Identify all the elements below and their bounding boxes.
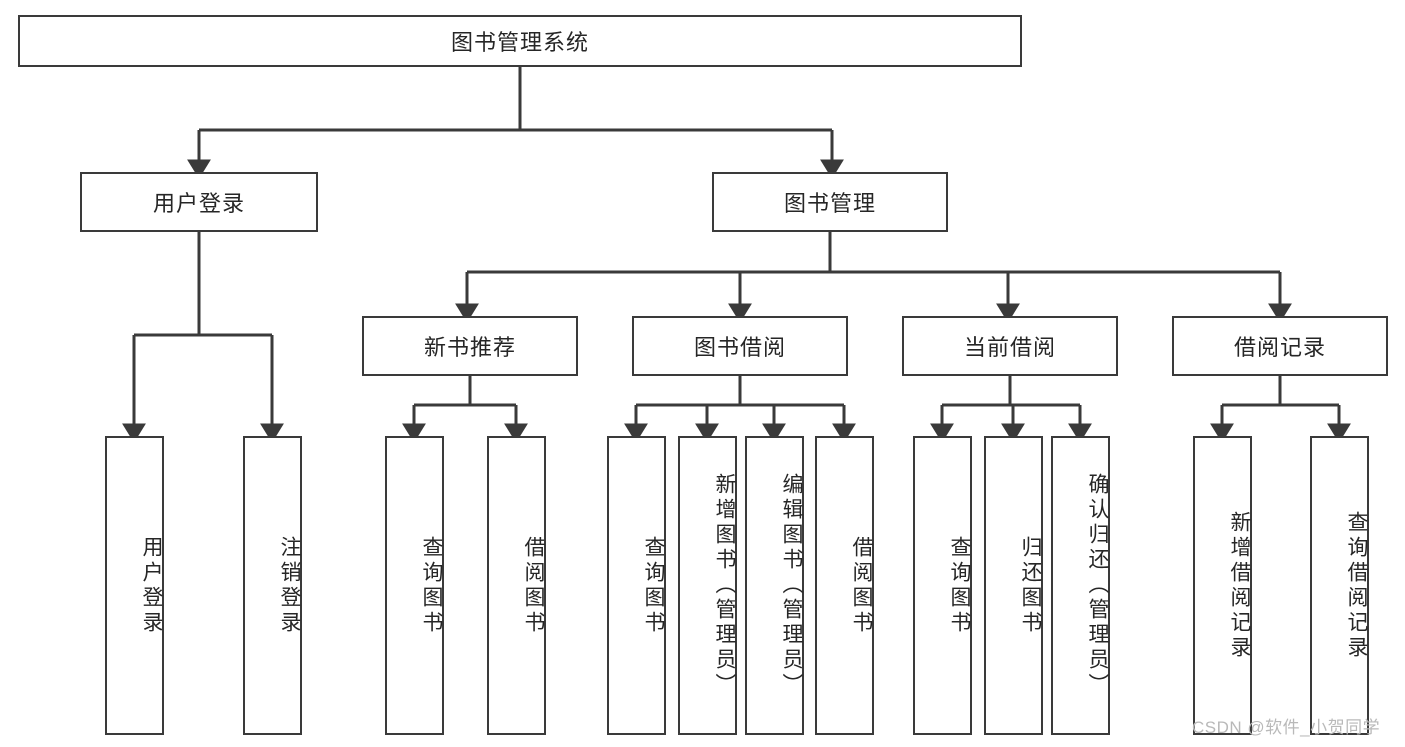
node-current-borrow-label: 当前借阅 xyxy=(963,335,1056,360)
node-leaf-user-login[interactable]: 用户登录 xyxy=(105,436,164,735)
node-leaf-confirm-return-admin[interactable]: 确认归还（管理员） xyxy=(1051,436,1110,735)
node-leaf-query-borrow-record-label: 查询借阅记录 xyxy=(1345,510,1368,661)
node-borrow-record-label: 借阅记录 xyxy=(1233,335,1326,360)
node-leaf-add-book-admin[interactable]: 新增图书（管理员） xyxy=(678,436,737,735)
node-leaf-query-borrow-record[interactable]: 查询借阅记录 xyxy=(1310,436,1369,735)
node-leaf-user-login-label: 用户登录 xyxy=(140,535,163,636)
node-leaf-edit-book-admin-label: 编辑图书（管理员） xyxy=(780,473,803,698)
node-leaf-query-book-cur[interactable]: 查询图书 xyxy=(913,436,972,735)
node-leaf-return-book[interactable]: 归还图书 xyxy=(984,436,1043,735)
node-borrow-record[interactable]: 借阅记录 xyxy=(1172,316,1388,376)
node-leaf-query-book-borrow-label: 查询图书 xyxy=(642,535,665,636)
node-leaf-add-borrow-record-label: 新增借阅记录 xyxy=(1228,510,1251,661)
node-leaf-logout-login-label: 注销登录 xyxy=(278,535,301,636)
node-book-management[interactable]: 图书管理 xyxy=(712,172,948,232)
node-book-borrow[interactable]: 图书借阅 xyxy=(632,316,848,376)
node-leaf-query-book-rec-label: 查询图书 xyxy=(420,535,443,636)
node-leaf-edit-book-admin[interactable]: 编辑图书（管理员） xyxy=(745,436,804,735)
node-leaf-borrow-book-label: 借阅图书 xyxy=(850,535,873,636)
node-root-label: 图书管理系统 xyxy=(450,30,589,55)
node-leaf-add-book-admin-label: 新增图书（管理员） xyxy=(713,473,736,698)
node-new-book-recommend[interactable]: 新书推荐 xyxy=(362,316,578,376)
node-root[interactable]: 图书管理系统 xyxy=(18,15,1022,67)
node-leaf-confirm-return-admin-label: 确认归还（管理员） xyxy=(1086,473,1109,698)
node-leaf-query-book-cur-label: 查询图书 xyxy=(948,535,971,636)
node-leaf-query-book-borrow[interactable]: 查询图书 xyxy=(607,436,666,735)
node-leaf-borrow-book[interactable]: 借阅图书 xyxy=(815,436,874,735)
node-leaf-borrow-book-rec-label: 借阅图书 xyxy=(522,535,545,636)
node-leaf-borrow-book-rec[interactable]: 借阅图书 xyxy=(487,436,546,735)
node-user-login-label: 用户登录 xyxy=(152,191,245,216)
node-book-management-label: 图书管理 xyxy=(783,191,876,216)
node-current-borrow[interactable]: 当前借阅 xyxy=(902,316,1118,376)
node-leaf-query-book-rec[interactable]: 查询图书 xyxy=(385,436,444,735)
node-leaf-add-borrow-record[interactable]: 新增借阅记录 xyxy=(1193,436,1252,735)
node-leaf-return-book-label: 归还图书 xyxy=(1019,535,1042,636)
node-leaf-logout-login[interactable]: 注销登录 xyxy=(243,436,302,735)
node-new-book-recommend-label: 新书推荐 xyxy=(423,335,516,360)
watermark: CSDN @软件_小贺同学 xyxy=(1192,718,1381,737)
node-user-login[interactable]: 用户登录 xyxy=(80,172,318,232)
node-book-borrow-label: 图书借阅 xyxy=(693,335,786,360)
